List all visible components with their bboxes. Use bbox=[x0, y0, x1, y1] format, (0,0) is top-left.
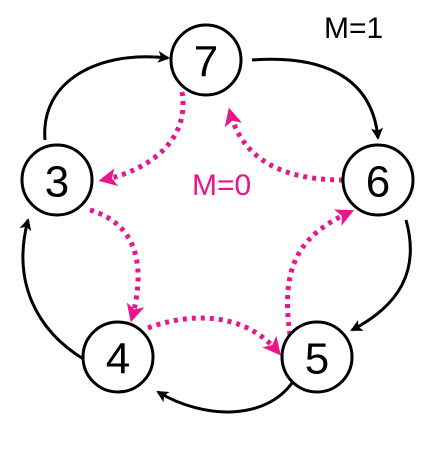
inner-edge-7-to-3 bbox=[98, 91, 186, 186]
node-6-label: 6 bbox=[366, 158, 390, 207]
inner-edge-5-to-6 bbox=[285, 209, 355, 336]
outer-cycle-label: M=1 bbox=[324, 12, 383, 45]
inner-cycle-label: M=0 bbox=[192, 169, 251, 202]
node-4: 4 bbox=[81, 320, 155, 394]
node-3: 3 bbox=[20, 143, 94, 217]
inner-edge-3-to-4 bbox=[89, 207, 145, 323]
node-4-label: 4 bbox=[106, 335, 130, 384]
node-3-circle bbox=[20, 143, 94, 217]
node-7-circle bbox=[169, 23, 243, 97]
node-7-label: 7 bbox=[194, 38, 218, 87]
node-3-label: 3 bbox=[45, 158, 69, 207]
node-6: 6 bbox=[341, 143, 415, 217]
outer-edge-6-to-5 bbox=[350, 219, 412, 332]
outer-edge-5-to-4 bbox=[156, 382, 294, 414]
node-5-circle bbox=[280, 320, 354, 394]
outer-cycle bbox=[19, 50, 412, 414]
inner-cycle bbox=[89, 91, 355, 356]
inner-edge-4-to-5 bbox=[147, 315, 281, 356]
outer-edge-3-to-7 bbox=[43, 50, 170, 141]
node-4-circle bbox=[81, 320, 155, 394]
node-5-label: 5 bbox=[305, 335, 329, 384]
node-7: 7 bbox=[169, 23, 243, 97]
node-6-circle bbox=[341, 143, 415, 217]
node-5: 5 bbox=[280, 320, 354, 394]
outer-edge-7-to-6 bbox=[251, 57, 384, 140]
outer-edge-4-to-3 bbox=[19, 218, 86, 362]
